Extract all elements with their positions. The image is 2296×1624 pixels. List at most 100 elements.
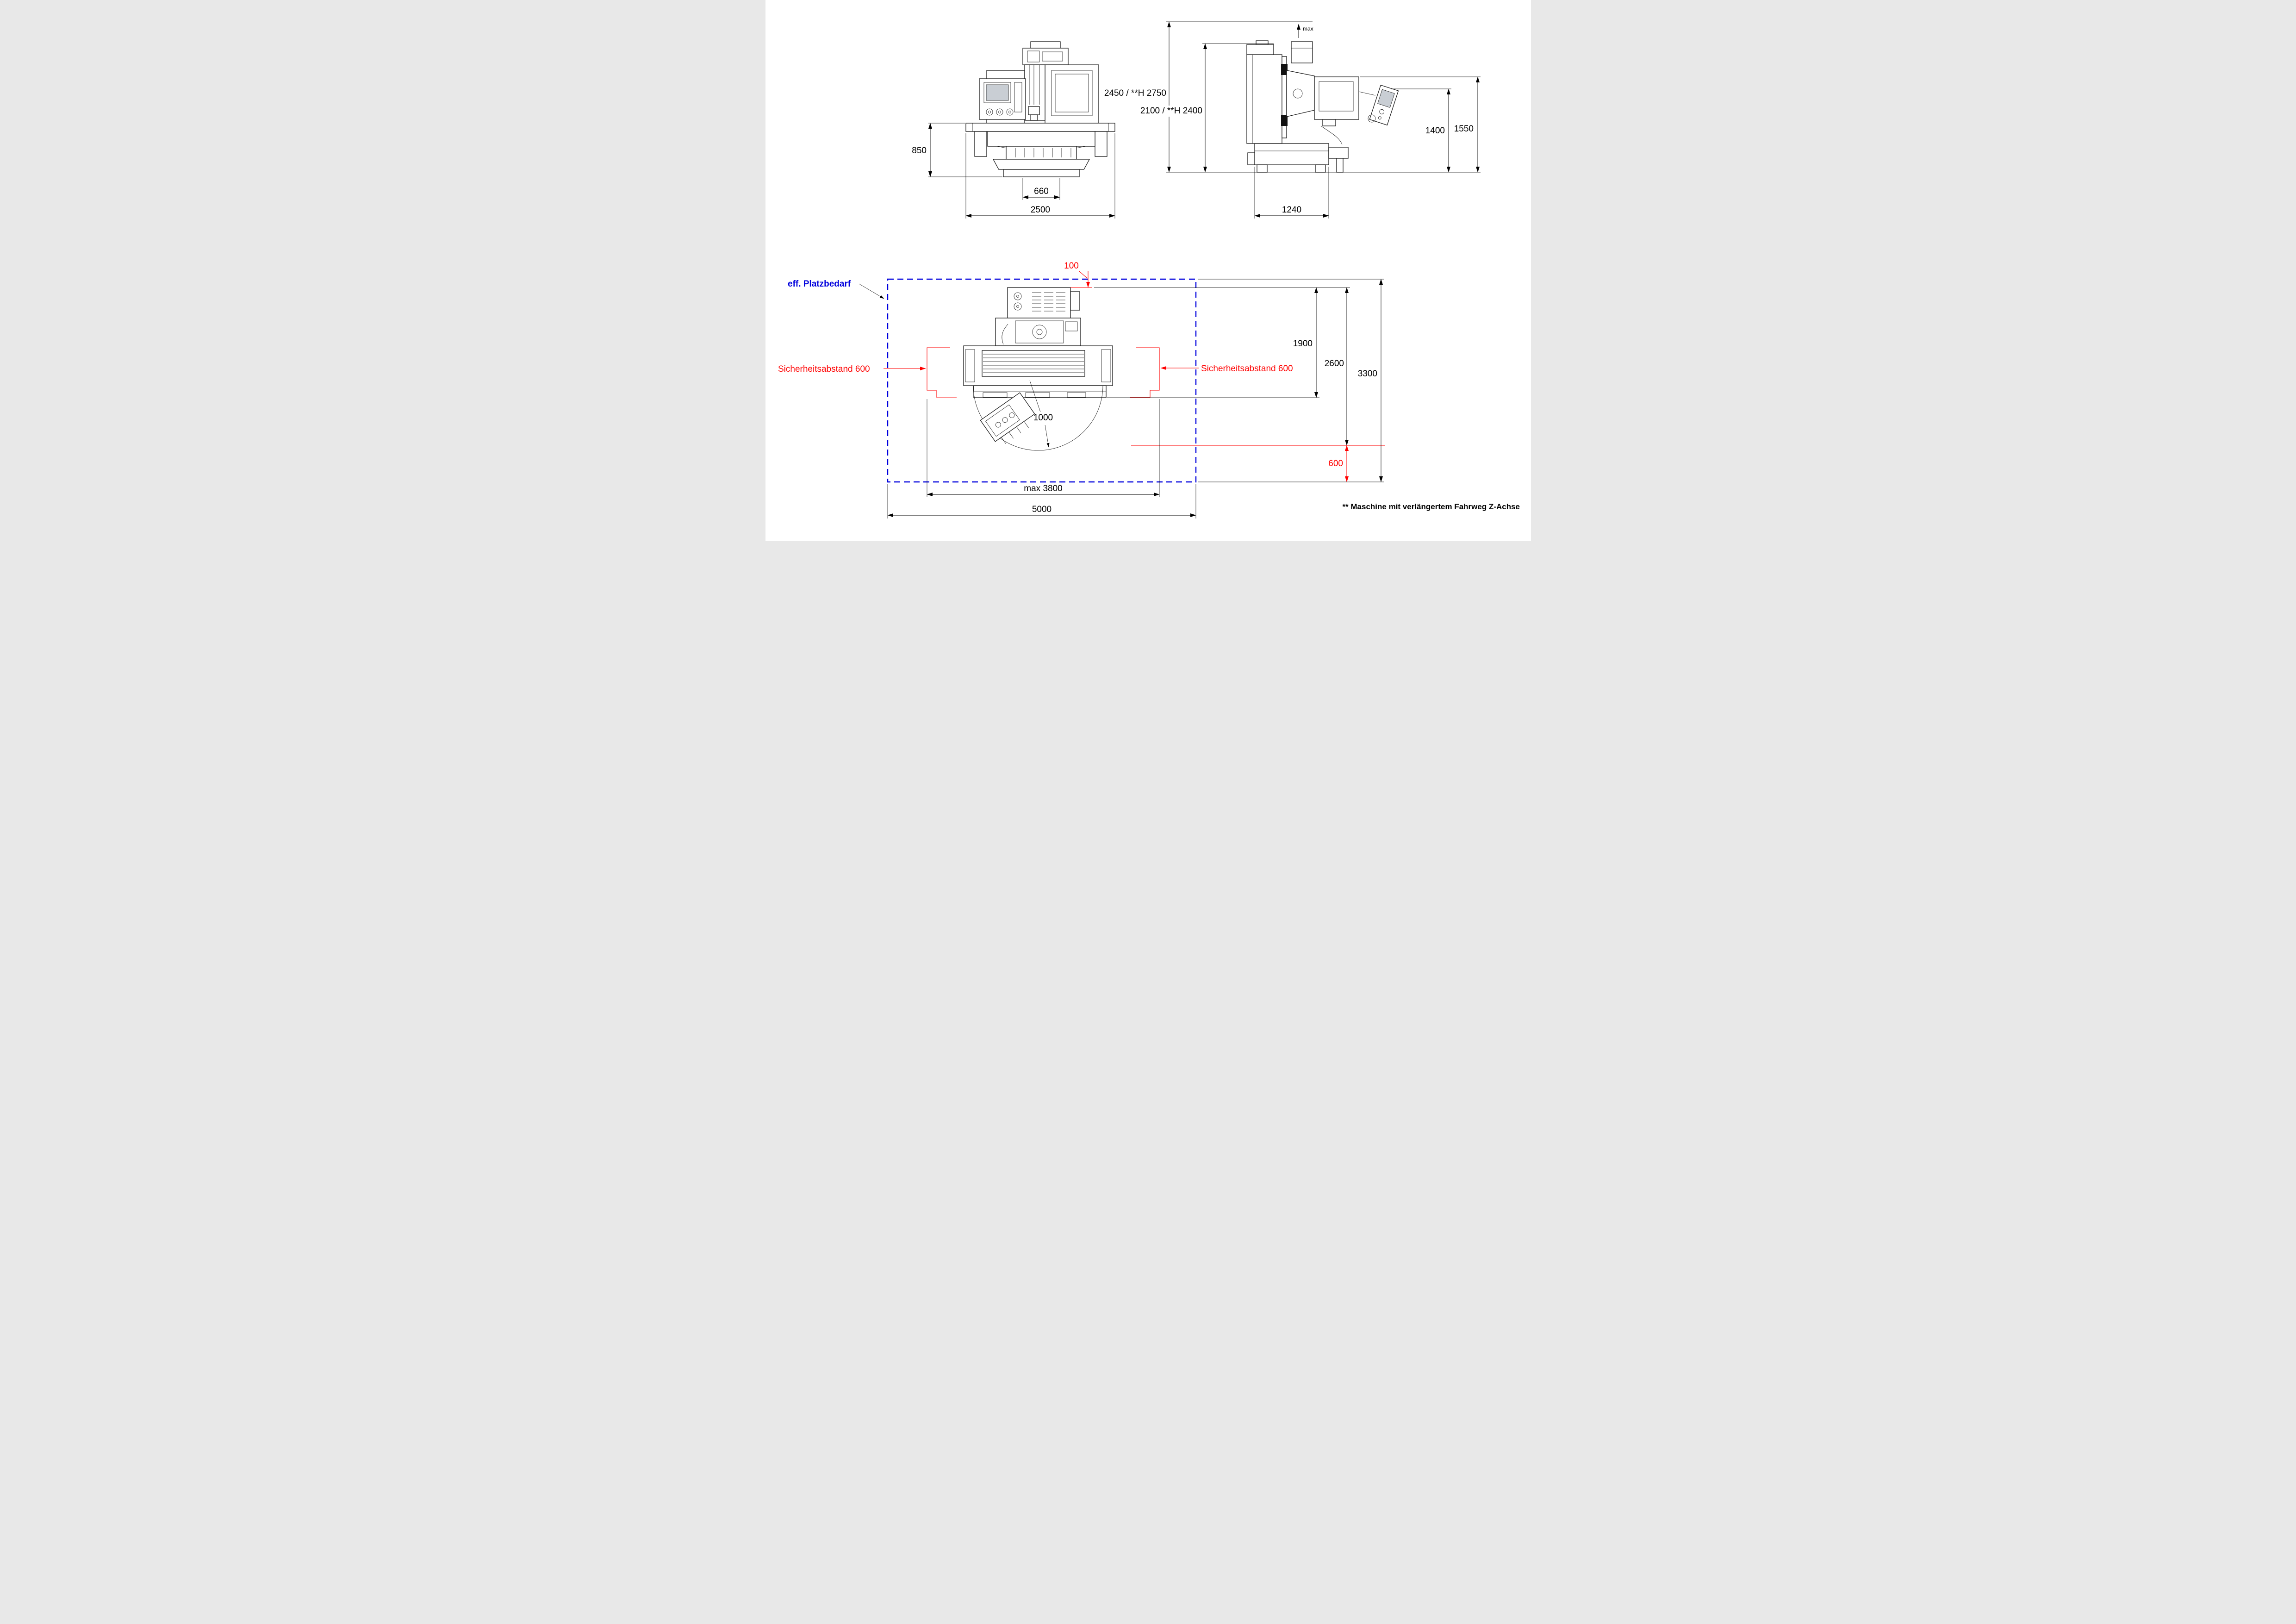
operator-pendant <box>1369 84 1399 126</box>
dimension-850: 850 <box>912 123 1002 177</box>
knob-center <box>988 111 991 113</box>
dim-100-label: 100 <box>1064 261 1079 271</box>
max-label: max <box>1303 25 1313 32</box>
pendant-arm <box>1358 91 1375 96</box>
knob-center <box>1008 111 1011 113</box>
leader-arrow <box>1045 425 1049 448</box>
dim-2500-label: 2500 <box>1030 205 1050 215</box>
spindle-motor <box>1290 41 1313 63</box>
technical-drawing-sheet: 850 660 2500 <box>765 0 1531 541</box>
fan-hub <box>1016 295 1019 298</box>
screen-frame <box>983 82 1011 103</box>
work-table <box>981 350 1085 377</box>
drawing-canvas: 850 660 2500 <box>778 21 1520 518</box>
pendant-plan-knob <box>995 422 1001 428</box>
footnote: ** Maschine mit verlängertem Fahrweg Z-A… <box>1342 502 1520 511</box>
dim-2450-label: 2450 / **H 2750 <box>1104 88 1166 98</box>
front-view-machine <box>965 41 1115 177</box>
table-end-block <box>965 349 975 382</box>
leader-line <box>1029 380 1040 412</box>
spindle-plan-center <box>1036 329 1042 335</box>
cone-detail <box>1293 88 1302 99</box>
apron-pad <box>1025 392 1050 398</box>
dim-3300-label: 3300 <box>1357 369 1377 379</box>
spindle-nose-side <box>1322 119 1336 126</box>
foot <box>1256 164 1268 173</box>
rail-endcap <box>1108 123 1115 132</box>
boundary-callout: eff. Platzbedarf <box>788 279 884 299</box>
rail-endcap <box>965 123 972 132</box>
column-plan-detail <box>1065 321 1077 331</box>
column-cap <box>1255 40 1269 45</box>
plan-dimensions: 1900 2600 3300 max 3800 5000 <box>887 279 1384 518</box>
right-enclosure <box>1044 64 1099 124</box>
head-detail <box>1027 50 1039 62</box>
pendant-plan <box>979 392 1035 444</box>
dim-1400-label: 1400 <box>1425 126 1444 136</box>
rail-block <box>1281 115 1288 126</box>
pendant-screen <box>1377 89 1395 108</box>
machine-base <box>1254 143 1329 165</box>
dimension-660: 660 <box>1022 178 1060 200</box>
side-dimensions: 2450 / **H 2750 2100 / **H 2400 1400 155… <box>1104 21 1481 219</box>
safety-right-label: Sicherheitsabstand 600 <box>1201 364 1293 374</box>
dim-600-label: 600 <box>1328 459 1343 468</box>
dimension-2500: 2500 <box>965 133 1115 219</box>
enclosure-window <box>1051 70 1092 116</box>
red-annotations: 100 Sicherheitsabstand 600 Sicherheitsab… <box>778 261 1385 482</box>
label-backing <box>1137 106 1204 117</box>
spindle-plan <box>1032 325 1046 339</box>
screen <box>986 84 1008 101</box>
head-box-inner <box>1319 81 1353 112</box>
dim-1550-label: 1550 <box>1454 124 1473 134</box>
extension-lines <box>928 123 1002 177</box>
base <box>992 159 1090 170</box>
z-slide-detail <box>1029 65 1039 105</box>
spindle-top-cap <box>1030 41 1061 49</box>
dim-2100-label: 2100 / **H 2400 <box>1140 106 1202 116</box>
apron-pad <box>983 392 1007 398</box>
swing-arc <box>973 385 1103 451</box>
safety-left-label: Sicherheitsabstand 600 <box>778 364 870 374</box>
apron <box>973 385 1107 398</box>
pendant-plan-body <box>979 392 1035 442</box>
coolant-hose <box>1320 125 1342 145</box>
knob <box>986 108 993 116</box>
apron-pad <box>1067 392 1086 398</box>
leader-100 <box>1079 271 1087 278</box>
extension-lines <box>965 133 1115 219</box>
column-plan <box>995 318 1081 346</box>
knob <box>996 108 1003 116</box>
handwheel <box>1368 114 1375 123</box>
dimension-1000: 1000 <box>1029 380 1053 448</box>
spindle-tip <box>1029 114 1038 121</box>
chip-tray <box>1328 147 1349 159</box>
dim-3800-label: max 3800 <box>1024 484 1062 493</box>
dim-660-label: 660 <box>1034 187 1049 196</box>
rail-block <box>1281 64 1288 75</box>
vent-slots <box>1032 292 1065 312</box>
knob-center <box>998 111 1001 113</box>
keypad-strip <box>1014 82 1022 112</box>
space-requirement-boundary <box>887 278 1196 483</box>
plan-view-machine <box>963 287 1113 451</box>
dim-1000-label: 1000 <box>1033 413 1052 423</box>
head-box <box>1313 76 1359 120</box>
foot <box>1314 164 1326 173</box>
saddle-slats <box>1015 148 1071 157</box>
safety-zone-left <box>926 347 957 398</box>
dim-850-label: 850 <box>912 146 927 156</box>
enclosure-window-inner <box>1055 74 1089 112</box>
mid-body <box>987 131 1095 147</box>
support-left <box>974 131 987 157</box>
dim-2600-label: 2600 <box>1324 359 1344 369</box>
extension-lines <box>887 279 1384 518</box>
support-right <box>1094 131 1108 157</box>
hose-plan <box>1001 324 1008 345</box>
dim-1240-label: 1240 <box>1282 205 1301 215</box>
t-slots <box>983 354 1084 373</box>
safety-zone-right <box>1129 347 1160 398</box>
tray-support <box>1336 158 1344 173</box>
head-detail <box>1042 51 1063 62</box>
base-leg <box>1247 152 1255 165</box>
